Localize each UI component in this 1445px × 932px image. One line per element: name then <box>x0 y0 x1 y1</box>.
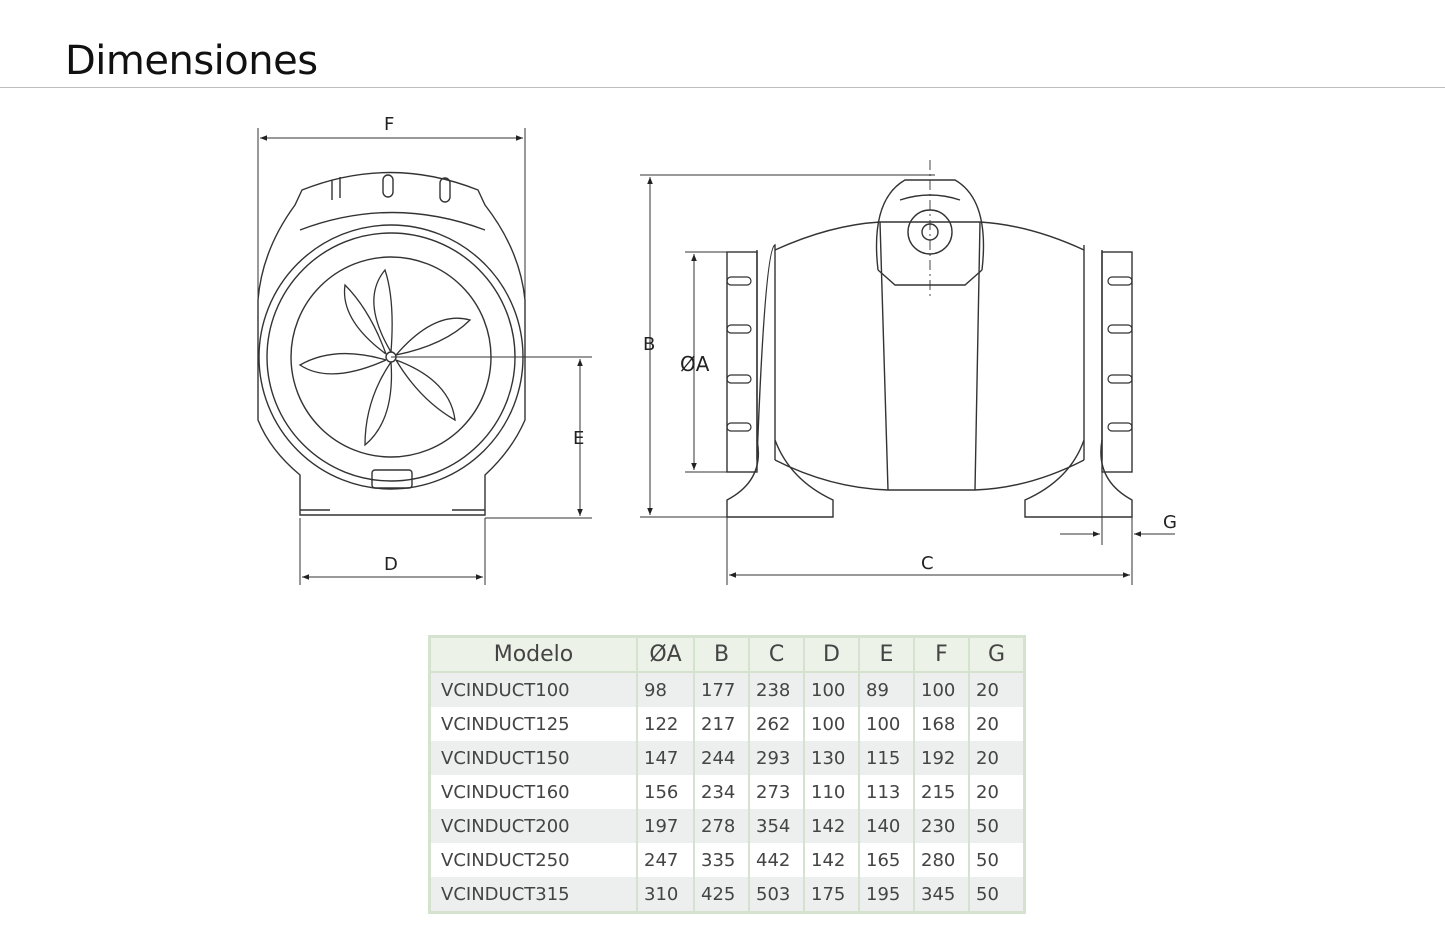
table-cell: 215 <box>913 775 970 809</box>
table-cell: 195 <box>858 877 915 913</box>
table-cell: 175 <box>803 877 860 913</box>
table-cell: 20 <box>968 707 1026 741</box>
model-cell: VCINDUCT200 <box>428 809 638 843</box>
model-cell: VCINDUCT125 <box>428 707 638 741</box>
dimension-label-g: G <box>1163 512 1177 533</box>
model-cell: VCINDUCT100 <box>428 672 638 707</box>
model-cell: VCINDUCT315 <box>428 877 638 913</box>
table-row: VCINDUCT150 147 244 293 130 115 192 20 <box>428 741 1026 775</box>
dimension-label-f: F <box>384 114 394 135</box>
table-row: VCINDUCT250 247 335 442 142 165 280 50 <box>428 843 1026 877</box>
dimension-label-e: E <box>573 428 584 449</box>
table-row: VCINDUCT100 98 177 238 100 89 100 20 <box>428 672 1026 707</box>
table-cell: 273 <box>748 775 805 809</box>
table-cell: 503 <box>748 877 805 913</box>
table-cell: 244 <box>693 741 750 775</box>
table-cell: 278 <box>693 809 750 843</box>
column-header-modelo: Modelo <box>428 635 638 673</box>
side-view <box>726 179 1133 518</box>
table-cell: 122 <box>636 707 695 741</box>
table-row: VCINDUCT125 122 217 262 100 100 168 20 <box>428 707 1026 741</box>
front-dimension-lines <box>257 128 592 585</box>
table-cell: 293 <box>748 741 805 775</box>
front-view <box>257 171 526 516</box>
table-cell: 177 <box>693 672 750 707</box>
table-cell: 354 <box>748 809 805 843</box>
table-cell: 335 <box>693 843 750 877</box>
table-cell: 113 <box>858 775 915 809</box>
model-cell: VCINDUCT150 <box>428 741 638 775</box>
table-cell: 50 <box>968 809 1026 843</box>
table-cell: 130 <box>803 741 860 775</box>
table-cell: 20 <box>968 775 1026 809</box>
table-cell: 115 <box>858 741 915 775</box>
table-cell: 89 <box>858 672 915 707</box>
table-cell: 100 <box>803 707 860 741</box>
dimension-label-a: ØA <box>680 352 710 376</box>
table-cell: 192 <box>913 741 970 775</box>
table-cell: 165 <box>858 843 915 877</box>
table-cell: 234 <box>693 775 750 809</box>
table-cell: 142 <box>803 809 860 843</box>
dimension-label-b: B <box>643 334 655 355</box>
table-header-row: Modelo ØA B C D E F G <box>428 635 1026 673</box>
table-cell: 345 <box>913 877 970 913</box>
dimensions-table: Modelo ØA B C D E F G VCINDUCT100 98 177… <box>428 635 1026 914</box>
table-cell: 100 <box>858 707 915 741</box>
table-row: VCINDUCT160 156 234 273 110 113 215 20 <box>428 775 1026 809</box>
table-cell: 262 <box>748 707 805 741</box>
column-header-f: F <box>913 635 970 673</box>
table-cell: 442 <box>748 843 805 877</box>
page-title: Dimensiones <box>65 38 318 84</box>
table-cell: 230 <box>913 809 970 843</box>
table-cell: 142 <box>803 843 860 877</box>
column-header-e: E <box>858 635 915 673</box>
table-cell: 247 <box>636 843 695 877</box>
column-header-d: D <box>803 635 860 673</box>
table-row: VCINDUCT315 310 425 503 175 195 345 50 <box>428 877 1026 913</box>
dimension-label-d: D <box>384 554 398 575</box>
table-cell: 50 <box>968 877 1026 913</box>
table-cell: 98 <box>636 672 695 707</box>
table-cell: 100 <box>913 672 970 707</box>
table-cell: 140 <box>858 809 915 843</box>
table-cell: 238 <box>748 672 805 707</box>
column-header-a: ØA <box>636 635 695 673</box>
table-cell: 20 <box>968 741 1026 775</box>
table-cell: 110 <box>803 775 860 809</box>
table-cell: 20 <box>968 672 1026 707</box>
table-cell: 280 <box>913 843 970 877</box>
table-cell: 50 <box>968 843 1026 877</box>
model-cell: VCINDUCT160 <box>428 775 638 809</box>
table-cell: 168 <box>913 707 970 741</box>
table-cell: 310 <box>636 877 695 913</box>
table-cell: 425 <box>693 877 750 913</box>
model-cell: VCINDUCT250 <box>428 843 638 877</box>
table-cell: 217 <box>693 707 750 741</box>
title-divider <box>0 87 1445 88</box>
table-cell: 100 <box>803 672 860 707</box>
side-dimension-lines <box>640 174 1175 585</box>
table-cell: 197 <box>636 809 695 843</box>
column-header-b: B <box>693 635 750 673</box>
column-header-g: G <box>968 635 1026 673</box>
table-cell: 147 <box>636 741 695 775</box>
dimension-label-c: C <box>921 553 934 574</box>
fan-technical-drawing: F E D <box>257 114 1177 585</box>
table-cell: 156 <box>636 775 695 809</box>
table-row: VCINDUCT200 197 278 354 142 140 230 50 <box>428 809 1026 843</box>
column-header-c: C <box>748 635 805 673</box>
